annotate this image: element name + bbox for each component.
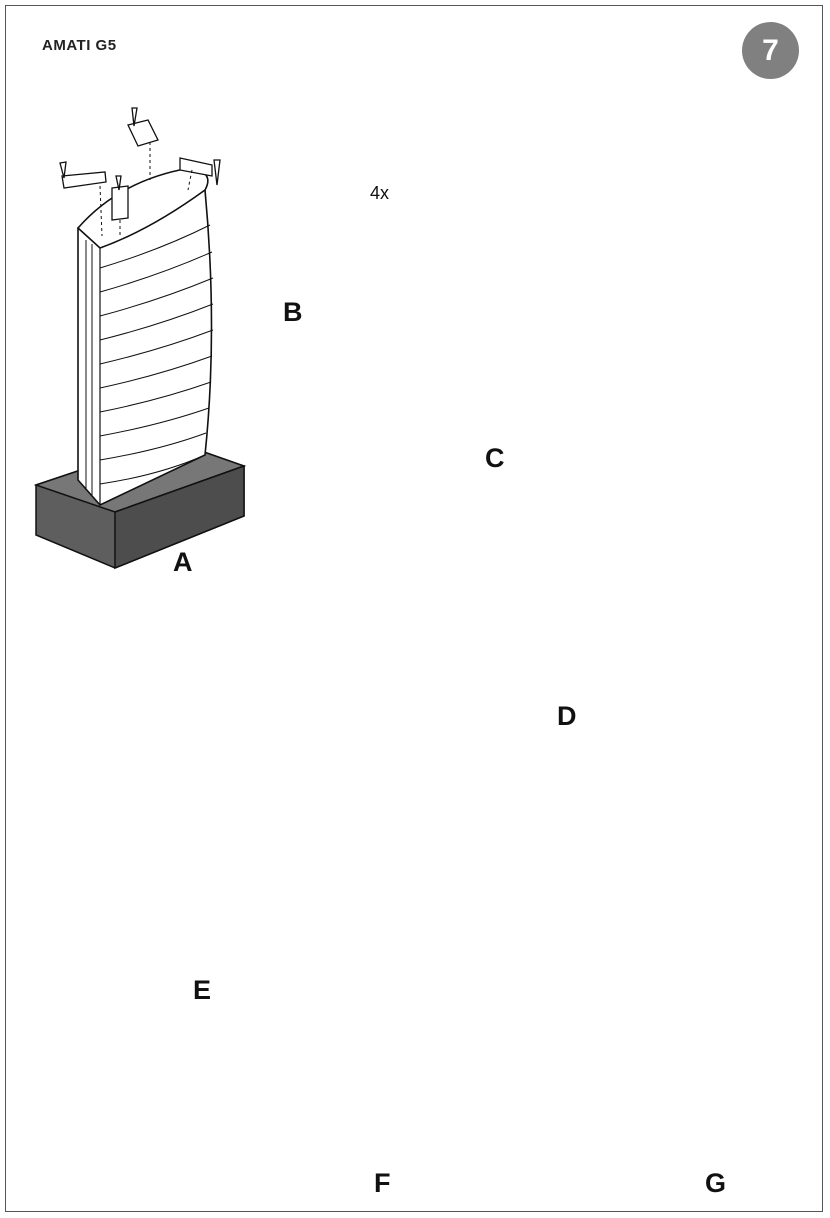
step-label-a: A bbox=[173, 547, 193, 577]
illustration-a bbox=[33, 107, 247, 570]
step-label-e: E bbox=[193, 975, 212, 1005]
document-title: AMATI G5 bbox=[42, 37, 117, 54]
page-number-badge: 7 bbox=[742, 22, 799, 79]
step-label-d: D bbox=[557, 701, 577, 731]
step-b-count: 4x bbox=[370, 183, 390, 203]
step-label-b: B bbox=[283, 297, 303, 327]
step-label-c: C bbox=[485, 443, 505, 473]
step-label-g: G bbox=[705, 1168, 727, 1198]
page-border bbox=[5, 5, 823, 1212]
step-label-f: F bbox=[374, 1168, 391, 1198]
